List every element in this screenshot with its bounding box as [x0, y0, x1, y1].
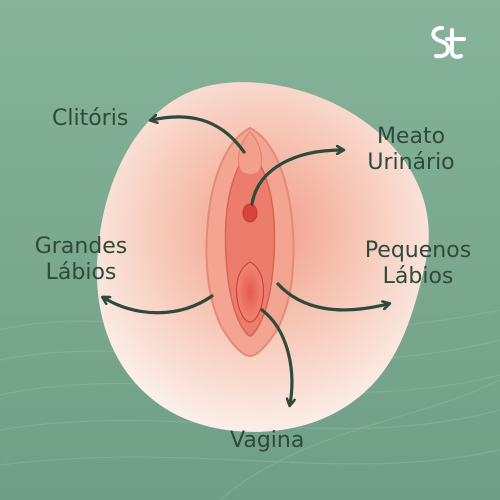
arrow-grandes-labios [104, 294, 214, 315]
label-pequenos-line2: Lábios [382, 264, 454, 289]
arrow-pequenos-labios [276, 282, 388, 312]
arrow-clitoris [152, 117, 246, 154]
label-meato-line2: Urinário [367, 150, 455, 175]
label-grandes-line2: Lábios [45, 260, 117, 285]
label-clitoris: Clitóris [52, 106, 129, 131]
label-vagina: Vagina [230, 428, 305, 453]
label-pequenos-labios: Pequenos Lábios [352, 238, 484, 290]
arrow-vagina [260, 308, 292, 404]
label-meato-urinario: Meato Urinário [352, 124, 470, 176]
label-pequenos-line1: Pequenos [364, 238, 472, 263]
clitoral-hood-shape [237, 131, 263, 176]
vaginal-opening [235, 261, 265, 323]
label-meato-line1: Meato [376, 124, 446, 149]
label-grandes-line1: Grandes [34, 234, 128, 259]
st-logo-icon [431, 26, 466, 59]
urethral-opening [242, 203, 258, 223]
label-grandes-labios: Grandes Lábios [22, 234, 140, 286]
arrow-meato-urinario [250, 150, 342, 206]
